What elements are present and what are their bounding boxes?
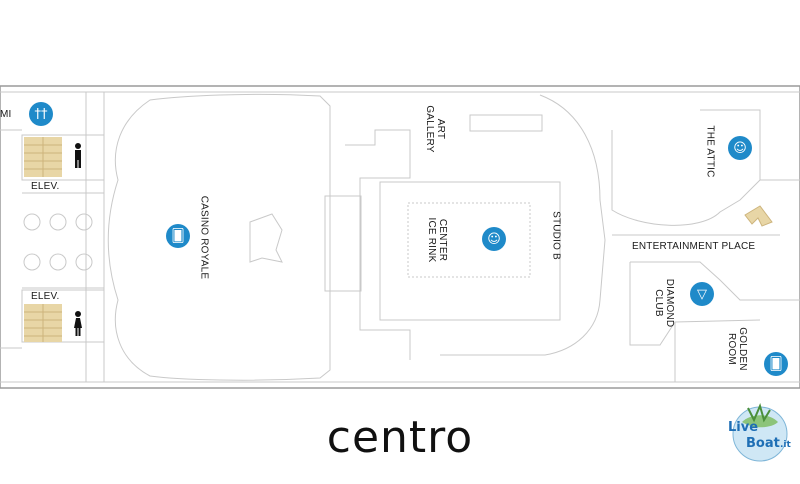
- cocktail-glass-icon: ▽: [690, 282, 714, 306]
- label-entertainment-place: ENTERTAINMENT PLACE: [632, 241, 756, 252]
- casino-outline: [107, 93, 331, 381]
- person-icon: [74, 311, 82, 336]
- logo-suffix: .it: [780, 440, 791, 450]
- playing-cards-icon: 🂠: [166, 224, 190, 248]
- label-elev-top: ELEV.: [31, 181, 60, 192]
- elevator-core: [0, 92, 105, 382]
- label-casino-royale: CASINO ROYALE: [198, 195, 210, 280]
- stairs-bottom: [24, 304, 62, 342]
- casino-center-feature: [249, 213, 283, 263]
- label-diamond-club: DIAMOND CLUB: [653, 273, 675, 333]
- label-center-ice-rink: CENTER ICE RINK: [426, 210, 448, 270]
- label-art-gallery-line: GALLERY: [424, 105, 435, 153]
- label-mi: MI: [0, 109, 12, 120]
- logo-line1: Live: [728, 420, 759, 435]
- person-icon: [75, 143, 81, 168]
- right-walls: [611, 109, 800, 382]
- logo-line2: Boat: [746, 436, 780, 451]
- label-art-gallery: ART GALLERY: [424, 104, 446, 154]
- label-diamond-line: DIAMOND: [664, 278, 675, 328]
- ice-rink: [407, 202, 531, 278]
- label-center-line: CENTER: [437, 218, 448, 262]
- globe-icon: [732, 403, 788, 462]
- theater-masks-icon: ☺: [482, 227, 506, 251]
- label-art-gallery-line: ART: [435, 118, 446, 140]
- label-center-line: ICE RINK: [426, 217, 437, 263]
- central-walls: [324, 94, 606, 360]
- wedge-stair: [744, 205, 773, 227]
- label-golden-room: GOLDEN ROOM: [726, 319, 748, 379]
- stairs-top: [24, 137, 62, 177]
- fork-knife-icon: ††: [29, 102, 53, 126]
- deck-title: centro: [326, 412, 474, 463]
- hull-outline: [0, 85, 800, 389]
- label-golden-line: ROOM: [726, 333, 737, 365]
- liveboat-logo: Live Boat .it: [724, 400, 796, 464]
- label-studio-b: STUDIO B: [550, 211, 562, 260]
- playing-cards-icon: 🂠: [764, 352, 788, 376]
- label-elev-bottom: ELEV.: [31, 291, 60, 302]
- label-golden-line: GOLDEN: [737, 327, 748, 371]
- label-the-attic: THE ATTIC: [704, 125, 716, 178]
- label-diamond-line: CLUB: [653, 289, 664, 317]
- theater-masks-icon: ☺: [728, 136, 752, 160]
